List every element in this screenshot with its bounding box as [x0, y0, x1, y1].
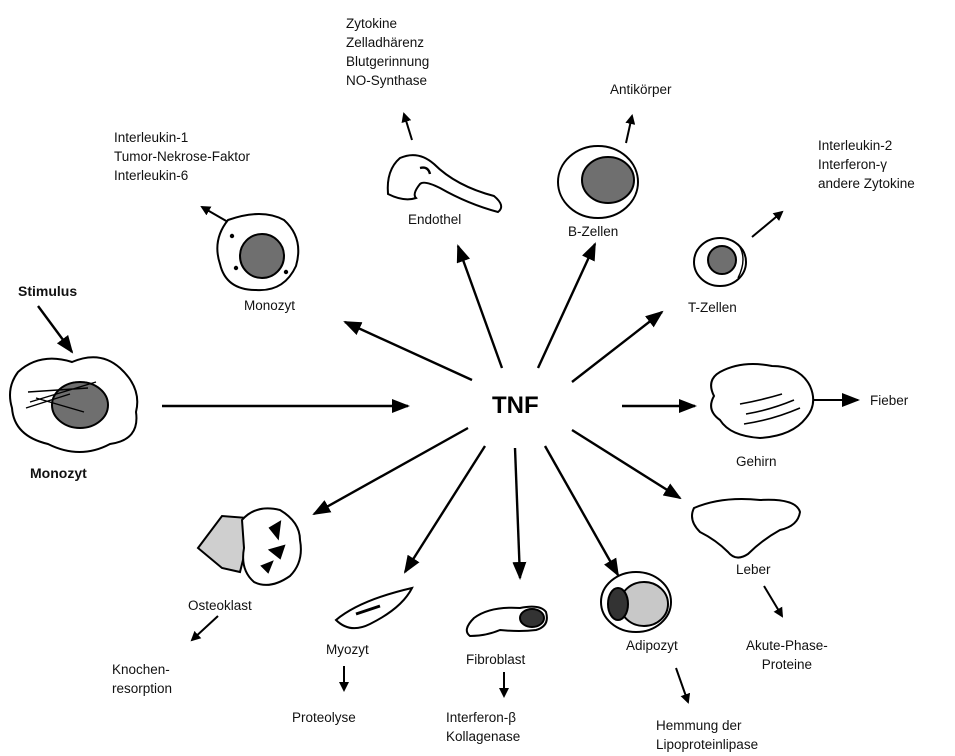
arrow-adipozyt-effects [676, 668, 688, 702]
arrow-tnf-adipozyt [545, 446, 618, 575]
bzellen-label: B-Zellen [568, 222, 618, 241]
monozyt-effect: Interleukin-1 [114, 128, 250, 147]
endothel-effect: Blutgerinnung [346, 52, 429, 71]
arrow-stimulus [38, 306, 72, 352]
leber-effects: Akute-Phase- Proteine [746, 636, 828, 674]
fibroblast-effect: Interferon-β [446, 708, 520, 727]
arrow-tnf-tzellen [572, 312, 662, 382]
tzellen-effects: Interleukin-2 Interferon-γ andere Zytoki… [818, 136, 915, 193]
myozyt-label: Myozyt [326, 640, 369, 659]
monozyt-effects: Interleukin-1 Tumor-Nekrose-Faktor Inter… [114, 128, 250, 185]
stimulus-label: Stimulus [18, 282, 77, 301]
adipozyt-label: Adipozyt [626, 636, 678, 655]
osteoklast-label: Osteoklast [188, 596, 252, 615]
fibroblast-drawing [467, 607, 547, 636]
endothel-label: Endothel [408, 210, 461, 229]
tzellen-effect: Interferon-γ [818, 155, 915, 174]
arrow-tzellen-effects [752, 212, 782, 237]
arrow-tnf-leber [572, 430, 680, 498]
arrow-tnf-endothel [458, 246, 502, 368]
gehirn-label: Gehirn [736, 452, 777, 471]
myozyt-drawing [336, 588, 412, 628]
leber-effect: Proteine [746, 655, 828, 674]
arrow-leber-effects [764, 586, 782, 616]
endothel-effect: NO-Synthase [346, 71, 429, 90]
osteoklast-effect: Knochen- [112, 660, 172, 679]
gehirn-effects: Fieber [870, 391, 908, 410]
bzellen-drawing [558, 146, 638, 218]
bzellen-effects: Antikörper [610, 80, 672, 99]
arrow-tnf-fibroblast [515, 448, 520, 578]
endothel-drawing [388, 155, 501, 212]
tzellen-effect: andere Zytokine [818, 174, 915, 193]
endothel-effects: Zytokine Zelladhärenz Blutgerinnung NO-S… [346, 14, 429, 90]
bzellen-effect: Antikörper [610, 80, 672, 99]
myozyt-effects: Proteolyse [292, 708, 356, 727]
osteoklast-effects: Knochen- resorption [112, 660, 172, 698]
source-monozyt-drawing [10, 357, 137, 452]
arrow-osteoklast-effects [192, 616, 218, 640]
tzellen-label: T-Zellen [688, 298, 737, 317]
endothel-effect: Zytokine [346, 14, 429, 33]
monozyt-effect: Interleukin-6 [114, 166, 250, 185]
monozyt-effect: Tumor-Nekrose-Faktor [114, 147, 250, 166]
osteoklast-drawing [198, 508, 301, 585]
tnf-label: TNF [492, 392, 539, 420]
arrow-tnf-monozyt [345, 322, 472, 380]
monozyt-label: Monozyt [244, 296, 295, 315]
leber-label: Leber [736, 560, 771, 579]
myozyt-effect: Proteolyse [292, 708, 356, 727]
tzellen-drawing [694, 238, 746, 286]
adipozyt-effect: Lipoproteinlipase [656, 735, 758, 754]
adipozyt-effects: Hemmung der Lipoproteinlipase [656, 716, 758, 754]
arrow-tnf-osteoklast [314, 428, 468, 514]
fibroblast-effect: Kollagenase [446, 727, 520, 746]
osteoklast-effect: resorption [112, 679, 172, 698]
monozyt-drawing [217, 214, 298, 290]
source-monozyt-label: Monozyt [30, 464, 87, 483]
tzellen-effect: Interleukin-2 [818, 136, 915, 155]
arrow-tnf-bzellen [538, 244, 595, 368]
arrow-tnf-myozyt [405, 446, 485, 572]
arrow-monozyt-effects [202, 207, 228, 222]
endothel-effect: Zelladhärenz [346, 33, 429, 52]
fibroblast-label: Fibroblast [466, 650, 525, 669]
arrow-endothel-effects [404, 114, 412, 140]
fibroblast-effects: Interferon-β Kollagenase [446, 708, 520, 746]
leber-effect: Akute-Phase- [746, 636, 828, 655]
leber-drawing [692, 499, 800, 558]
gehirn-drawing [711, 364, 813, 438]
adipozyt-effect: Hemmung der [656, 716, 758, 735]
gehirn-effect: Fieber [870, 391, 908, 410]
adipozyt-drawing [601, 572, 671, 632]
arrow-bzellen-effects [626, 116, 632, 143]
